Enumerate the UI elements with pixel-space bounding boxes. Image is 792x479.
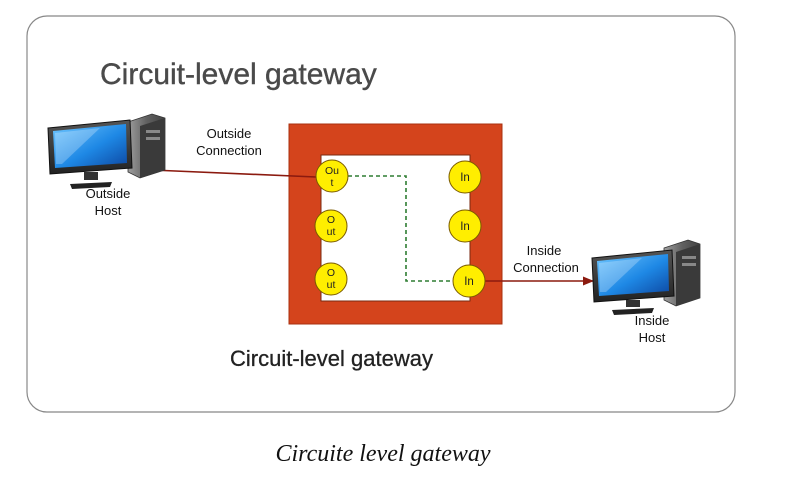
figure-caption: Circuite level gateway bbox=[275, 441, 490, 467]
inside-host-label: Host bbox=[639, 330, 666, 345]
in-port: In bbox=[452, 264, 486, 298]
out-port-label: O bbox=[327, 267, 335, 279]
outside-connection-line bbox=[141, 165, 317, 178]
outside-host-label: Outside bbox=[86, 186, 131, 201]
gateway-label: Circuit-level gateway bbox=[230, 346, 433, 371]
inside-connection-label: Inside bbox=[527, 243, 562, 258]
in-port: In bbox=[448, 160, 482, 194]
outside-host-label: Host bbox=[95, 203, 122, 218]
out-port-label: t bbox=[331, 177, 334, 189]
out-port-label: ut bbox=[327, 226, 336, 238]
out-port-label: Ou bbox=[325, 165, 339, 177]
out-port-label: O bbox=[327, 214, 335, 226]
in-port-label: In bbox=[460, 172, 470, 184]
outside-connection-label: Outside bbox=[207, 126, 252, 141]
inside-connection-label: Connection bbox=[513, 260, 579, 275]
outside-host-computer-icon bbox=[47, 113, 166, 189]
out-port-label: ut bbox=[327, 279, 336, 291]
in-port: In bbox=[448, 209, 482, 243]
out-port: O ut bbox=[314, 262, 348, 296]
in-port-label: In bbox=[460, 221, 470, 233]
circuit-path bbox=[348, 175, 453, 282]
out-port: Ou t bbox=[315, 159, 349, 193]
in-port-label: In bbox=[464, 276, 474, 288]
out-port: O ut bbox=[314, 209, 348, 243]
outside-connection-label: Connection bbox=[196, 143, 262, 158]
inside-host-computer-icon bbox=[591, 239, 701, 315]
diagram-heading: Circuit-level gateway bbox=[100, 58, 377, 91]
inside-host-label: Inside bbox=[635, 313, 670, 328]
